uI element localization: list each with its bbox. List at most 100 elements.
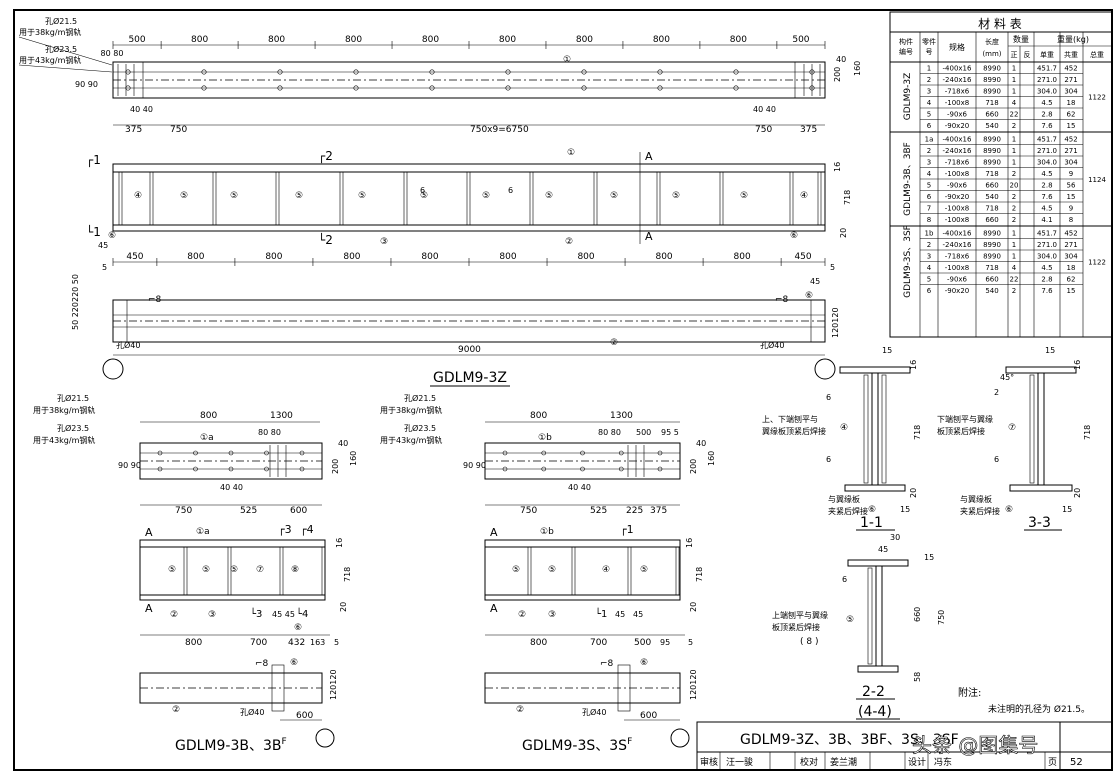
stiffener bbox=[212, 171, 217, 226]
material-cell: 56 bbox=[1067, 182, 1076, 190]
svg-text:③: ③ bbox=[380, 237, 388, 247]
dim-top-segment: 800 bbox=[191, 35, 208, 45]
material-cell: 2.8 bbox=[1041, 111, 1052, 119]
dim-top-segment: 800 bbox=[576, 35, 593, 45]
material-cell: 1 bbox=[1012, 136, 1016, 144]
rail-hole bbox=[657, 85, 663, 91]
svg-text:2: 2 bbox=[994, 388, 999, 397]
material-cell: 15 bbox=[1067, 122, 1076, 130]
material-cell: 3 bbox=[927, 253, 931, 261]
material-cell: 4.5 bbox=[1041, 170, 1052, 178]
material-cell: 8990 bbox=[983, 253, 1001, 261]
sheet-border bbox=[13, 9, 1113, 771]
rail-hole bbox=[201, 69, 207, 75]
material-cell: -400x16 bbox=[943, 230, 972, 238]
main-hole-40-left: 孔Ø40 bbox=[116, 340, 140, 350]
rail-hole bbox=[580, 450, 585, 456]
material-cell: 452 bbox=[1064, 230, 1077, 238]
material-cell: 4 bbox=[1012, 99, 1017, 107]
material-cell: 2 bbox=[927, 147, 931, 155]
material-cell: 304 bbox=[1064, 159, 1078, 167]
svg-text:500: 500 bbox=[636, 428, 651, 437]
svg-text:40: 40 bbox=[338, 439, 348, 448]
svg-text:750: 750 bbox=[937, 610, 946, 625]
material-cell: -718x6 bbox=[945, 88, 970, 96]
hole-215-label: 孔Ø21.5 bbox=[45, 16, 77, 26]
svg-text:└1: └1 bbox=[595, 607, 607, 620]
hdr-part: 零件 bbox=[922, 37, 936, 46]
svg-text:15: 15 bbox=[924, 553, 934, 562]
dim-9000: 9000 bbox=[458, 345, 481, 355]
material-cell: 7.6 bbox=[1041, 122, 1053, 130]
material-cell: 271.0 bbox=[1037, 147, 1057, 155]
svg-text:反: 反 bbox=[1024, 50, 1031, 59]
material-cell: 304.0 bbox=[1037, 159, 1057, 167]
material-cell: -90x20 bbox=[945, 287, 969, 295]
part-callout: ⑤ bbox=[202, 565, 210, 575]
dim-mid-segment: 800 bbox=[734, 252, 751, 262]
part-callout: ⑤ bbox=[512, 565, 520, 575]
material-cell: 8 bbox=[1069, 216, 1073, 224]
svg-text:6: 6 bbox=[826, 393, 831, 402]
svg-text:15: 15 bbox=[882, 346, 892, 355]
svg-text:20: 20 bbox=[909, 488, 918, 498]
b-bot-163: 163 bbox=[310, 638, 325, 647]
svg-text:⌐8: ⌐8 bbox=[148, 295, 162, 305]
main-hole-40-right: 孔Ø40 bbox=[760, 340, 784, 350]
svg-text:750: 750 bbox=[755, 125, 772, 135]
svg-text:20: 20 bbox=[1073, 488, 1082, 498]
svg-text:200: 200 bbox=[833, 67, 842, 82]
svg-text:200: 200 bbox=[331, 459, 340, 474]
part-callout: ⑤ bbox=[295, 191, 303, 201]
svg-text:20: 20 bbox=[339, 602, 348, 612]
b-hole-40: 孔Ø40 bbox=[240, 707, 264, 717]
s-bot-700: 700 bbox=[590, 638, 607, 648]
material-cell: 304.0 bbox=[1037, 88, 1057, 96]
material-cell: 304 bbox=[1064, 88, 1078, 96]
svg-text:②: ② bbox=[610, 338, 618, 348]
svg-text:②: ② bbox=[518, 610, 526, 620]
material-cell: -100x8 bbox=[945, 216, 969, 224]
material-cell: 2.8 bbox=[1041, 276, 1052, 284]
rail-hole bbox=[264, 450, 269, 456]
dim-top-segment: 800 bbox=[268, 35, 285, 45]
svg-text:45: 45 bbox=[615, 610, 625, 619]
rail-hole bbox=[502, 450, 508, 456]
rail-hole bbox=[541, 466, 547, 472]
svg-text:②: ② bbox=[170, 610, 178, 620]
svg-text:160: 160 bbox=[853, 61, 862, 76]
material-cell: 451.7 bbox=[1037, 136, 1057, 144]
material-cell: -400x16 bbox=[943, 65, 972, 73]
weld-3-3-b: 板顶紧后焊接 bbox=[937, 426, 985, 436]
stiffener bbox=[149, 171, 154, 226]
rail-hole bbox=[657, 450, 663, 456]
rail-hole bbox=[201, 85, 207, 91]
material-cell: 271 bbox=[1064, 76, 1077, 84]
material-cell: 660 bbox=[985, 182, 998, 190]
svg-text:30: 30 bbox=[890, 533, 900, 542]
svg-text:718: 718 bbox=[1083, 425, 1092, 440]
svg-text:┌4: ┌4 bbox=[300, 523, 314, 536]
materials-table: 材 料 表构件编号零件号规格长度(mm)数量正反重量(kg)单重共重总重1-40… bbox=[889, 11, 1113, 338]
material-cell: 6 bbox=[927, 287, 932, 295]
svg-text:┌1: ┌1 bbox=[620, 523, 634, 536]
stiffener bbox=[593, 171, 598, 226]
b-dim-1300: 1300 bbox=[270, 411, 293, 421]
material-cell: -400x16 bbox=[943, 136, 972, 144]
part-callout: ⑤ bbox=[740, 191, 748, 201]
material-cell: 1 bbox=[1012, 241, 1016, 249]
rail-hole bbox=[657, 69, 663, 75]
dim-top-segment: 800 bbox=[653, 35, 670, 45]
material-cell: 9 bbox=[1069, 170, 1073, 178]
stiffener bbox=[817, 171, 822, 226]
svg-text:80 80: 80 80 bbox=[101, 49, 124, 58]
b-hole-dim-750: 750 bbox=[175, 506, 192, 516]
svg-text:600: 600 bbox=[640, 711, 657, 721]
svg-text:⌐8: ⌐8 bbox=[600, 659, 614, 669]
dim-mid-segment: 450 bbox=[126, 252, 143, 262]
b-dim-800: 800 bbox=[200, 411, 217, 421]
svg-text:编号: 编号 bbox=[899, 47, 913, 56]
svg-text:①: ① bbox=[563, 55, 571, 65]
b-hole-235: 孔Ø23.5 bbox=[57, 423, 89, 433]
material-cell: 1 bbox=[1012, 88, 1016, 96]
